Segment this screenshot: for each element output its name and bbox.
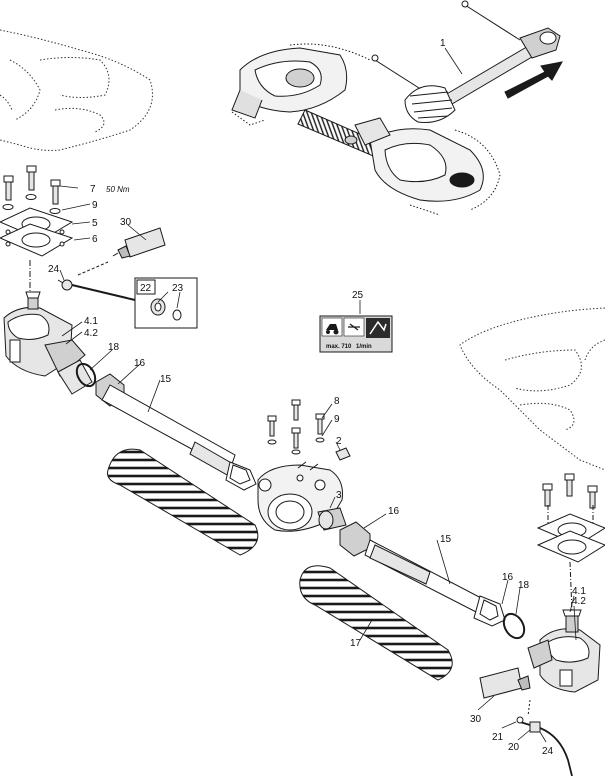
label-7: 7	[90, 184, 96, 195]
label-4-1-left: 4.1	[84, 316, 98, 327]
part-labels: 1 7 50 Nm 9 5 6 30 24 22 23 4.1 4.2 18 1…	[48, 38, 586, 757]
label-20: 20	[508, 742, 520, 753]
label-16-right: 16	[502, 572, 514, 583]
label-24-right: 24	[542, 746, 554, 757]
label-4-2-right: 4.2	[572, 596, 586, 607]
frame-top-left-dotted	[0, 29, 153, 151]
left-shaft	[57, 359, 257, 491]
label-4-2-left: 4.2	[84, 328, 98, 339]
label-21: 21	[492, 732, 504, 743]
info-plate	[319, 315, 393, 353]
top-assembly	[231, 0, 563, 216]
label-18-right: 18	[518, 580, 530, 591]
label-1: 1	[440, 38, 446, 49]
label-8: 8	[334, 396, 340, 407]
label-9-left: 9	[92, 200, 98, 211]
label-18-left: 18	[108, 342, 120, 353]
label-30-left: 30	[120, 217, 132, 228]
label-16-center: 16	[388, 506, 400, 517]
label-3: 3	[336, 490, 342, 501]
label-15-right: 15	[440, 534, 452, 545]
plate-max-text: max. 710	[326, 344, 352, 350]
label-5: 5	[92, 218, 98, 229]
label-17: 17	[350, 638, 362, 649]
right-shaft	[339, 521, 526, 640]
plate-unit: 1/min	[356, 344, 372, 350]
bolt-set-left	[2, 165, 61, 214]
right-gearbox-group	[479, 473, 605, 776]
corrugated-tube-right	[299, 565, 453, 681]
center-gearbox	[257, 399, 351, 532]
label-torque: 50 Nm	[106, 185, 130, 194]
label-24-left: 24	[48, 264, 60, 275]
label-6: 6	[92, 234, 98, 245]
left-gearbox-group	[0, 165, 166, 377]
label-4-1-right: 4.1	[572, 586, 586, 597]
label-2: 2	[336, 436, 342, 447]
frame-right-dotted	[459, 307, 605, 471]
label-22: 22	[140, 283, 152, 294]
leader-lines	[59, 47, 577, 743]
label-25: 25	[352, 290, 364, 301]
label-23: 23	[172, 283, 184, 294]
corrugated-tube-left	[107, 448, 259, 556]
label-15-left: 15	[160, 374, 172, 385]
inset-box	[134, 277, 198, 329]
label-9-center: 9	[334, 414, 340, 425]
label-16-left: 16	[134, 358, 146, 369]
label-30-right: 30	[470, 714, 482, 725]
